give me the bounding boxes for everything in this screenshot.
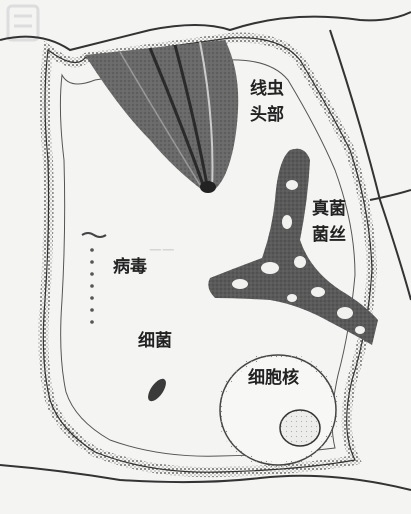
label-nematode-head: 线虫 头部 (250, 78, 284, 126)
nematode-head (85, 40, 238, 193)
label-cell-nucleus: 细胞核 (248, 367, 299, 389)
faint-corner-mark (8, 6, 38, 40)
label-bacteria: 细菌 (138, 330, 172, 352)
virus-particles (82, 233, 106, 324)
fungal-hypha (208, 149, 378, 345)
background-ghost-text: ── (150, 240, 176, 261)
label-virus: 病毒 (113, 256, 147, 278)
bacterium (145, 376, 170, 404)
label-fungal-hyphae: 真菌 菌丝 (312, 198, 346, 246)
